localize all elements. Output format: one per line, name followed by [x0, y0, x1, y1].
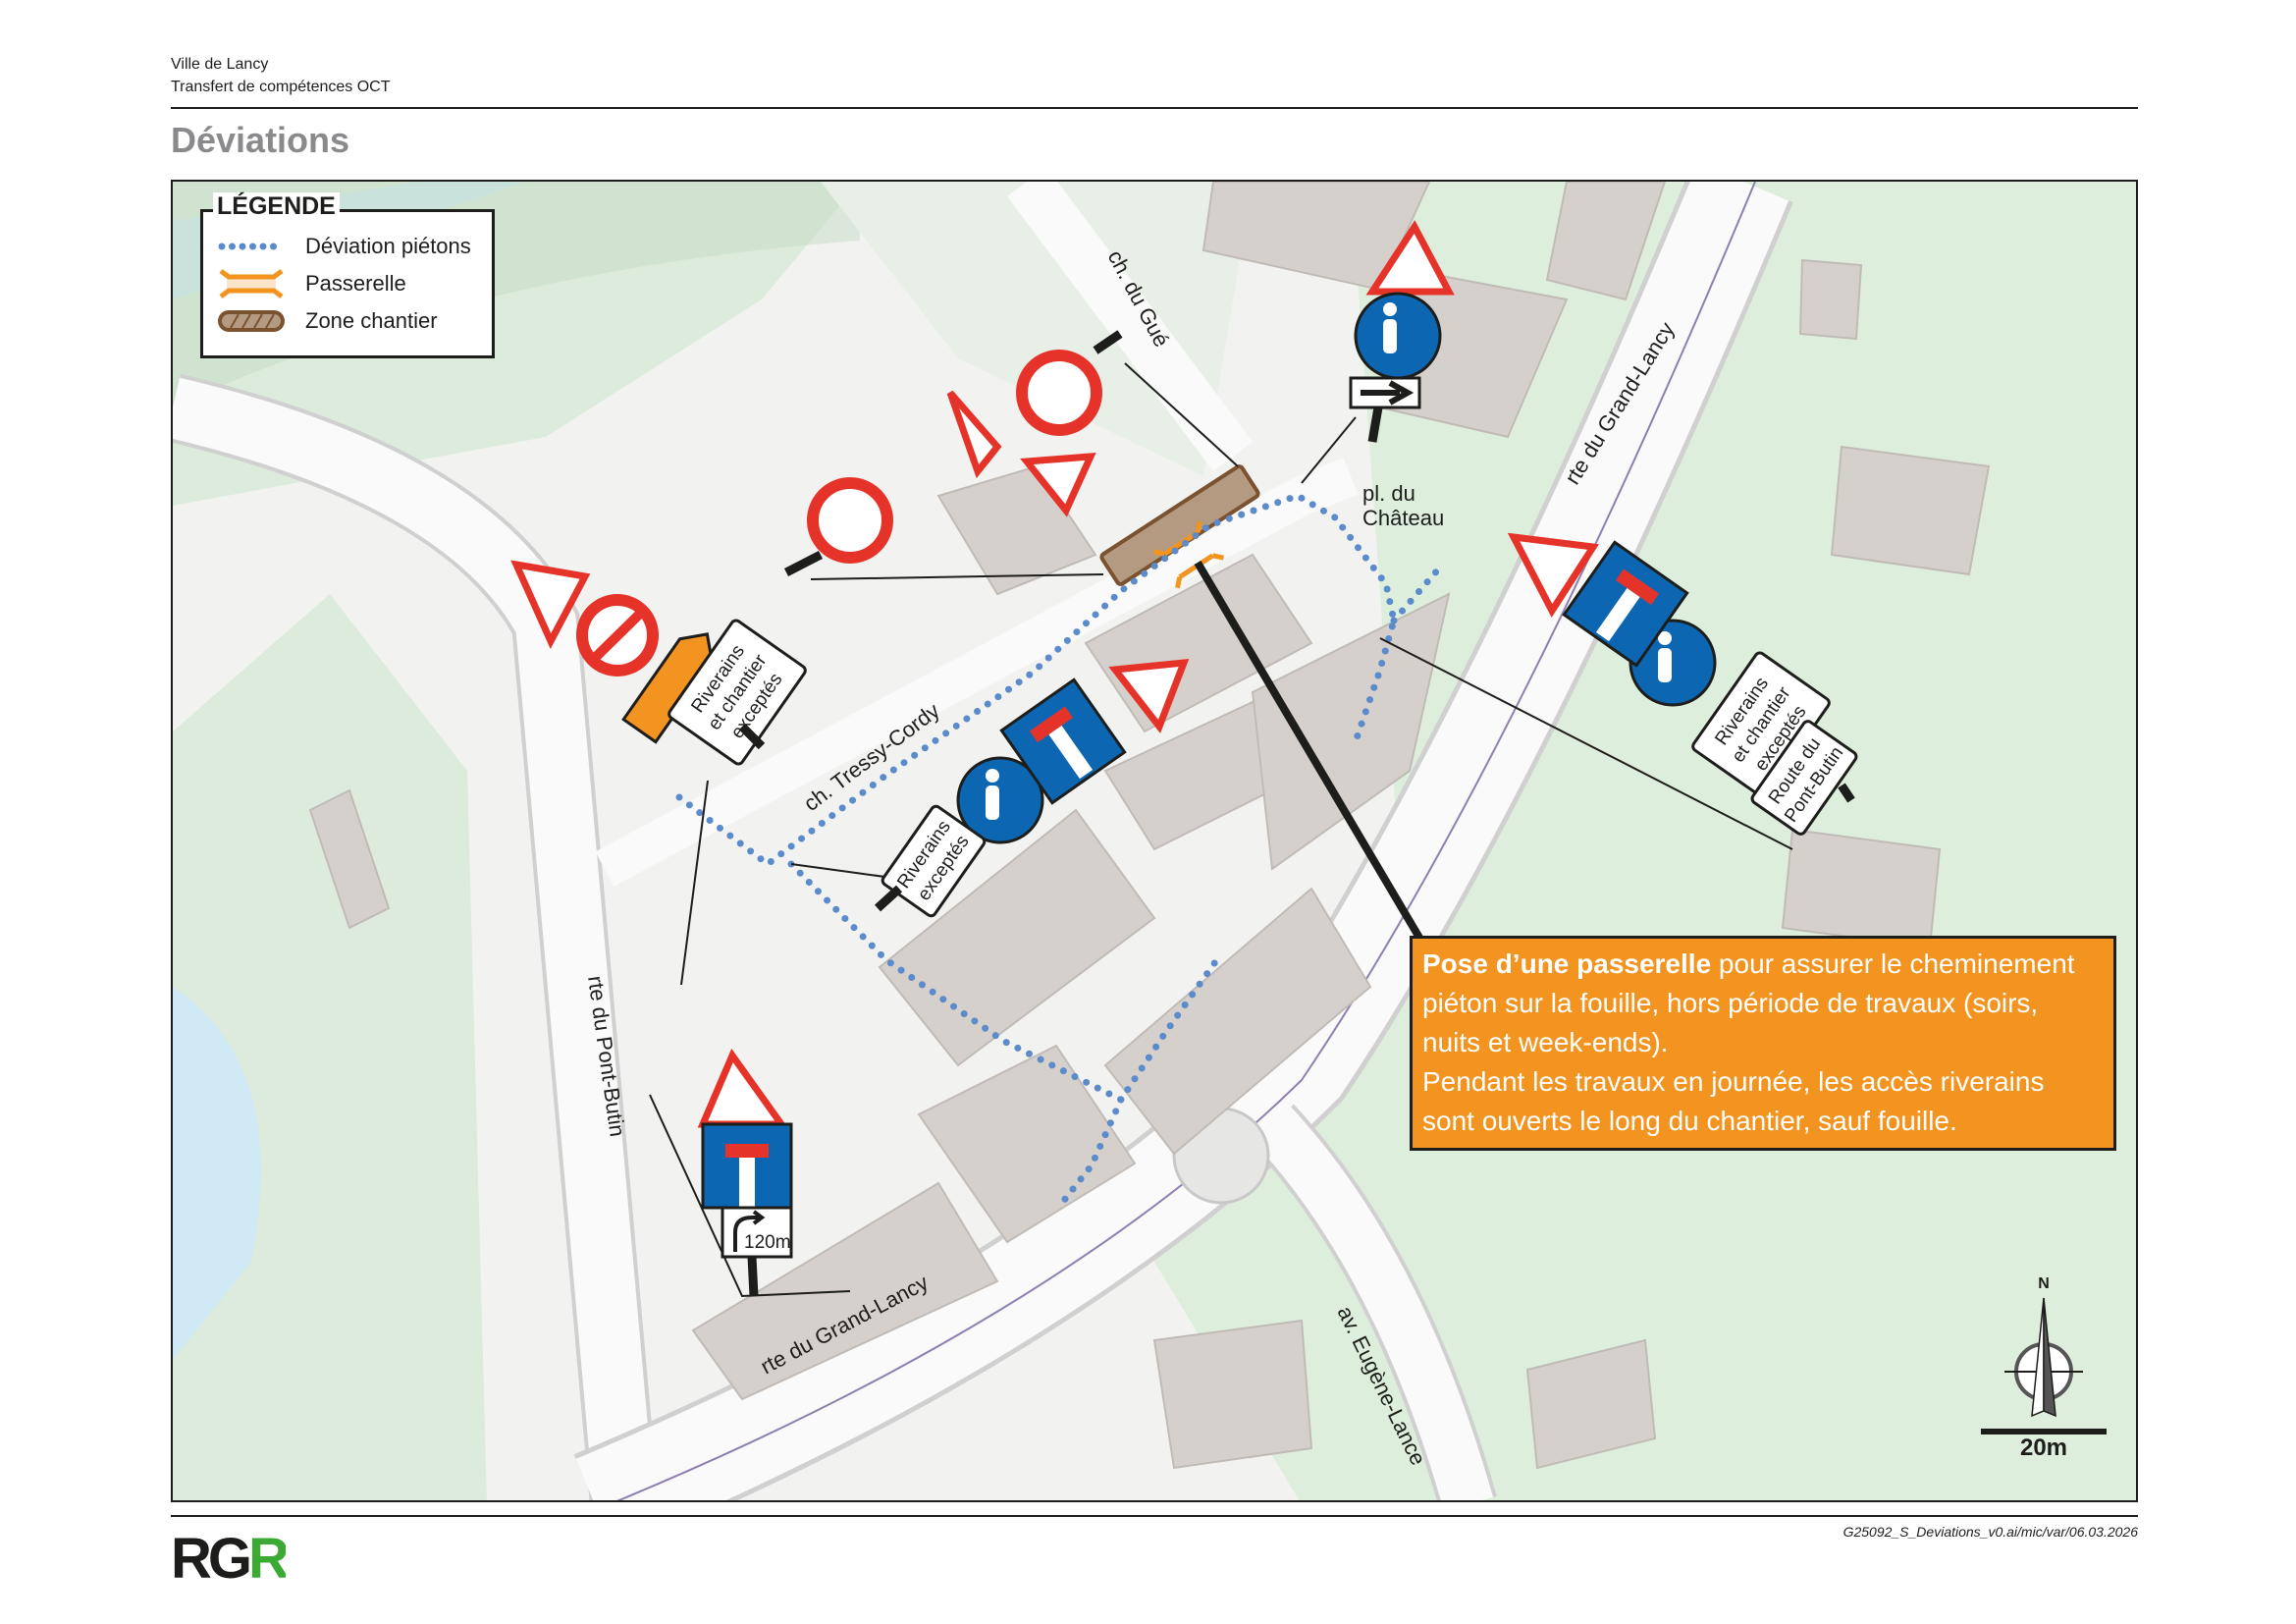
legend-item-deviation: Déviation piétons: [217, 230, 471, 263]
note-paragraph-2: Pendant les travaux en journée, les accè…: [1422, 1066, 2045, 1136]
roadworks-sign: [510, 220, 1599, 1128]
note-paragraph-1: Pose d’une passerelle pour assurer le ch…: [1422, 945, 2104, 1062]
header-divider: [171, 107, 2138, 109]
green-north: [821, 182, 1253, 476]
hatched-zone-icon: [218, 310, 285, 332]
north-label: N: [2038, 1275, 2050, 1292]
leader-lines: [649, 362, 1793, 1298]
no-entry-sign: [576, 350, 1102, 677]
scale-bar: [1981, 1429, 2107, 1435]
street-label-pl-du-chateau-2: Château: [1362, 506, 1444, 530]
legend-label: Passerelle: [305, 271, 406, 296]
legend-label: Déviation piétons: [305, 234, 471, 258]
dotted-line-icon: [218, 243, 286, 250]
park-area-west: [173, 594, 487, 1500]
header: Ville de Lancy Transfert de compétences …: [171, 53, 391, 98]
logo-text: RGR: [171, 1527, 290, 1591]
organisation-name: Ville de Lancy: [171, 56, 269, 73]
scale-and-north: N 20m: [1975, 1275, 2112, 1462]
tram-line: [616, 182, 1756, 1500]
pedestrian-detour: [675, 492, 1442, 1207]
pedestrian-glyph: [986, 302, 1672, 820]
legend: LÉGENDE Déviation piétons Passerelle Zon…: [200, 192, 495, 358]
scale-label: 20m: [2019, 1435, 2068, 1461]
note-text: pour assurer le cheminement piéton sur l…: [1422, 948, 2075, 1057]
file-reference: G25092_S_Deviations_v0.ai/mic/var/06.03.…: [1842, 1524, 2138, 1540]
plate-riverains-chantier-west: Riverains et chantier exceptés: [667, 619, 807, 766]
road-du-gue: [1007, 182, 1253, 471]
legend-title: LÉGENDE: [213, 192, 340, 221]
road-eugene-lance-fill: [1253, 1107, 1494, 1500]
footer-divider: [171, 1515, 2138, 1517]
road-grand-lancy-fill: [575, 182, 1789, 1500]
rgr-logo: RGR: [171, 1527, 290, 1591]
legend-item-zone-chantier: Zone chantier: [217, 304, 438, 338]
legend-item-passerelle: Passerelle: [217, 267, 406, 300]
plate-route-pont-butin: Route du Pont-Butin: [1750, 720, 1858, 836]
detour-arrow-sign: [621, 632, 714, 744]
north-arrow-icon: [2004, 1297, 2083, 1418]
note-pointer: [1194, 560, 1423, 941]
note-bold: Pose d’une passerelle: [1422, 948, 1712, 979]
project-name: Transfert de compétences OCT: [171, 79, 391, 95]
distance-label: 120m: [744, 1232, 791, 1253]
legend-label: Zone chantier: [305, 308, 438, 333]
street-label-pl-du-chateau: pl. du: [1362, 481, 1415, 506]
sign-posts: [738, 330, 1855, 1297]
map-frame[interactable]: ch. du Gué pl. du Château rte du Grand-L…: [171, 180, 2138, 1502]
map-canvas: ch. du Gué pl. du Château rte du Grand-L…: [173, 182, 2136, 1500]
page-title: Déviations: [171, 120, 350, 160]
footbridge-icon: [219, 269, 284, 298]
footbridge-note: Pose d’une passerelle pour assurer le ch…: [1410, 936, 2116, 1151]
river-west: [173, 987, 261, 1360]
arrow-plate: 120m: [721, 376, 1421, 1259]
no-turn-slash: [588, 606, 648, 665]
